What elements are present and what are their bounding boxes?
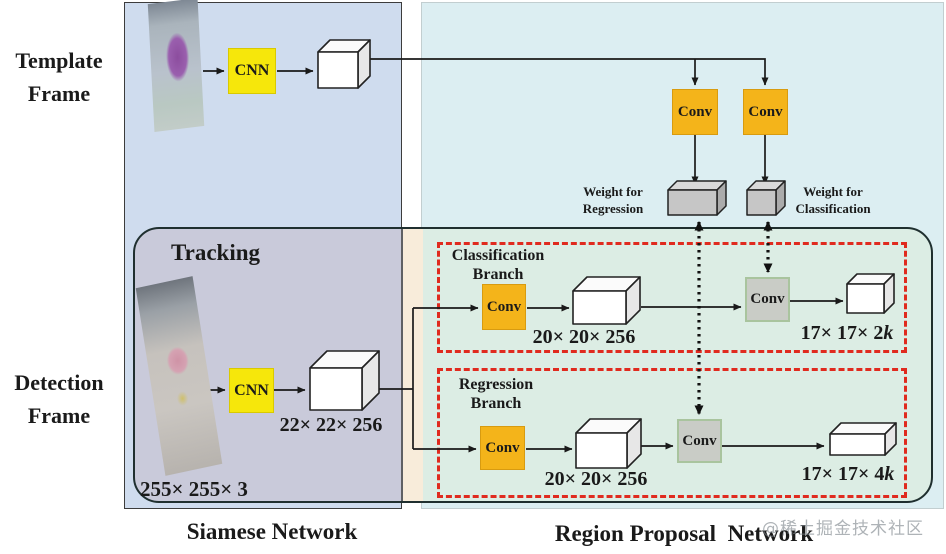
- detection-input-dims: 255× 255× 3: [140, 477, 248, 501]
- watermark: @稀土掘金技术社区: [762, 519, 924, 539]
- detection-cnn-block: CNN: [229, 368, 274, 413]
- rpn-caption: Region Proposal Network: [554, 521, 814, 546]
- template-cnn-block: CNN: [228, 48, 276, 94]
- reg-conv-block: Conv: [480, 426, 525, 470]
- rpn-conv-left-block: Conv: [672, 89, 718, 135]
- regression-branch-title: Regression Branch: [458, 376, 534, 412]
- cls-feature-dims: 20× 20× 256: [532, 326, 636, 348]
- classification-branch-title: Classification Branch: [451, 247, 545, 283]
- cls-correlation-conv-label: Conv: [750, 291, 785, 307]
- template-frame-label: Template Frame: [15, 48, 103, 106]
- reg-correlation-conv-block: Conv: [677, 419, 722, 463]
- reg-output-dims: 17× 17× 4k: [801, 463, 895, 485]
- cls-conv-label: Conv: [486, 298, 522, 315]
- tracking-container: [133, 227, 933, 503]
- detection-frame-label: Detection Frame: [14, 370, 104, 428]
- template-cnn-label: CNN: [234, 62, 270, 79]
- reg-correlation-conv-label: Conv: [682, 432, 717, 449]
- rpn-conv-right-label: Conv: [748, 103, 783, 120]
- regression-branch-box: [437, 368, 907, 498]
- cls-correlation-conv-block: Conv: [745, 277, 790, 322]
- cls-conv-block: Conv: [482, 284, 526, 330]
- template-frame-image: [147, 0, 205, 132]
- rpn-conv-left-label: Conv: [677, 103, 713, 120]
- siamese-network-caption: Siamese Network: [186, 519, 358, 544]
- weight-classification-label: Weight for Classification: [795, 184, 871, 216]
- rpn-conv-right-block: Conv: [743, 89, 788, 135]
- classification-branch-box: [437, 242, 907, 353]
- reg-feature-dims: 20× 20× 256: [544, 468, 648, 490]
- tracking-title: Tracking: [171, 240, 261, 265]
- detection-cnn-label: CNN: [234, 381, 269, 399]
- cls-output-dims: 17× 17× 2k: [800, 322, 894, 344]
- weight-regression-label: Weight for Regression: [582, 184, 644, 216]
- detection-feature-dims: 22× 22× 256: [279, 414, 383, 436]
- reg-conv-label: Conv: [485, 439, 520, 456]
